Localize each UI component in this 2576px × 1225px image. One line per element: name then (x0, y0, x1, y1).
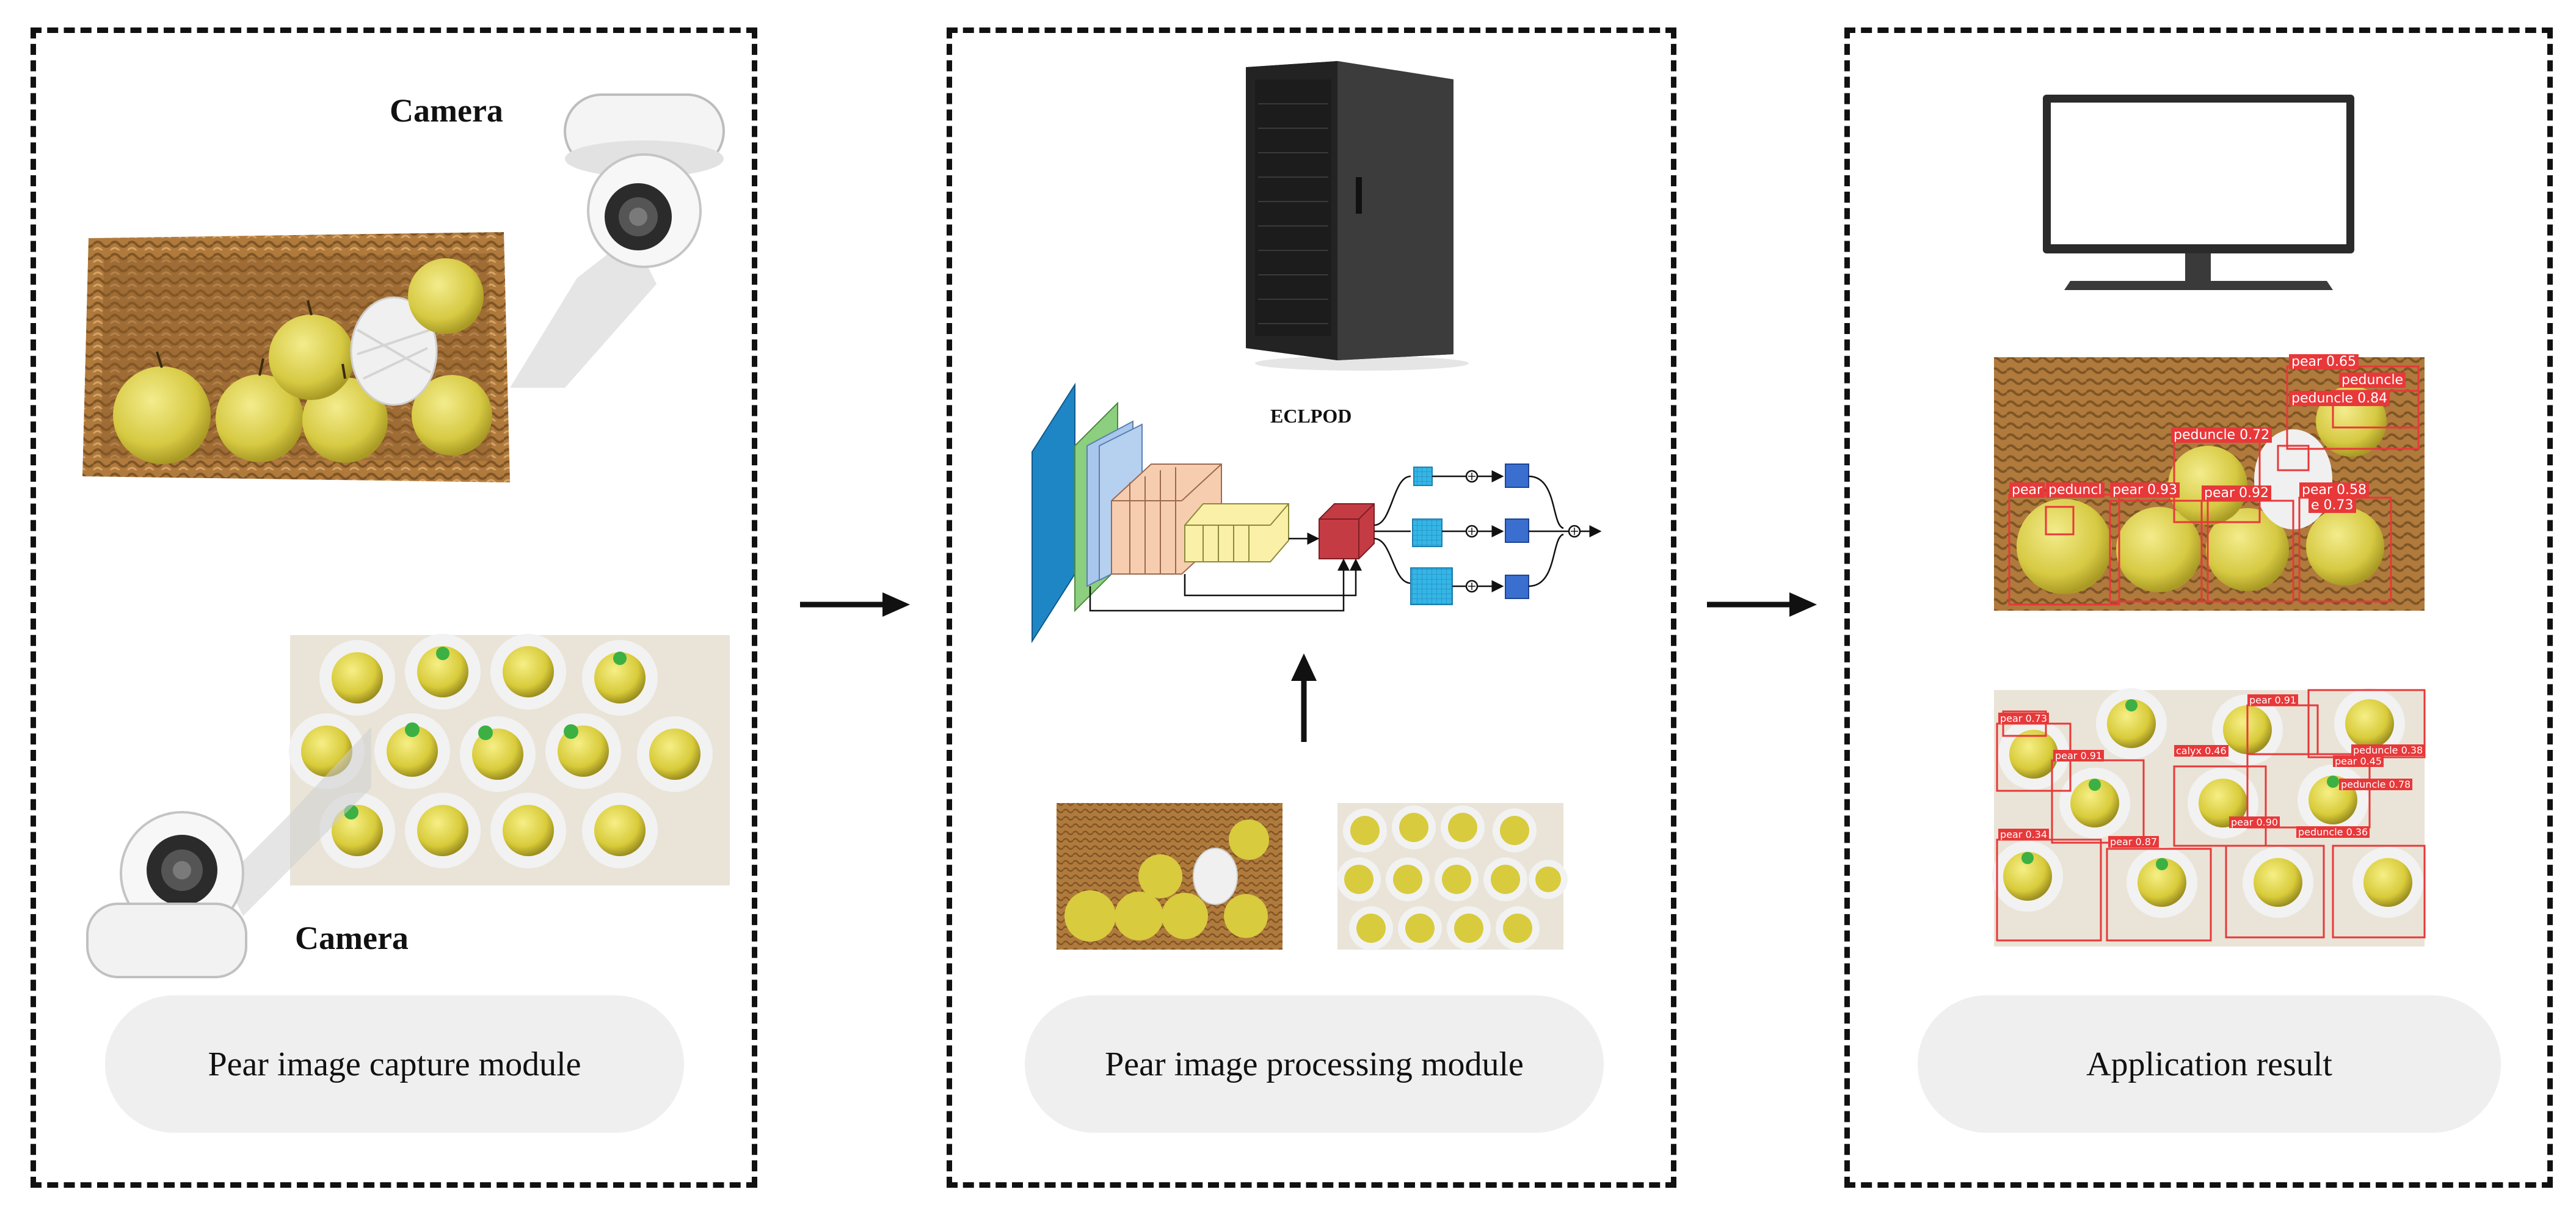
dome-camera-top-icon (510, 93, 725, 388)
detection-label: peduncl (2046, 482, 2105, 498)
result-panel (1844, 27, 2553, 1188)
detection-label: pear 0.93 (2110, 482, 2180, 498)
network-architecture-diagram (1031, 382, 1602, 644)
model-label: ECLPOD (1270, 405, 1352, 427)
detection-label: e 0.73 (2309, 498, 2356, 513)
arrow-up-icon (1291, 653, 1317, 742)
detection-label: pear 0.34 (1998, 829, 2050, 840)
detection-label: pear 0.92 (2202, 485, 2272, 501)
detection-label: peduncle 0.72 (2171, 427, 2272, 443)
result-module-label: Application result (1918, 995, 2501, 1133)
detection-mesh-labels: pear 0.73 pear 0.91 pear 0.45 peduncle 0… (1991, 687, 2428, 950)
processing-module-label: Pear image processing module (1025, 995, 1604, 1133)
detection-label: pear (2009, 482, 2045, 498)
detection-label: calyx 0.46 (2174, 745, 2229, 757)
processing-panel (947, 27, 1676, 1188)
arrow-right-icon (800, 592, 910, 617)
monitor-icon (2043, 95, 2354, 290)
detection-mesh-image (1992, 688, 2426, 947)
detection-label: pear 0.65 (2289, 354, 2359, 369)
detection-label: pear 0.90 (2229, 816, 2280, 828)
arrow-right-icon (1707, 592, 1817, 617)
camera-top-label: Camera (390, 92, 503, 129)
camera-bottom-label: Camera (295, 920, 409, 956)
detection-label: pear 0.58 (2299, 482, 2370, 498)
detection-label: peduncle 0.84 (2289, 391, 2390, 406)
detection-label: pear 0.87 (2108, 836, 2159, 848)
capture-panel (31, 27, 757, 1188)
detection-label: peduncle (2339, 373, 2406, 388)
detection-label: peduncle 0.78 (2339, 779, 2413, 790)
detection-label: pear 0.91 (2247, 694, 2299, 706)
detection-label: peduncle 0.38 (2351, 744, 2425, 756)
detection-label: pear 0.91 (2053, 750, 2105, 762)
server-icon (1246, 61, 1469, 371)
input-basket-thumbnail (1057, 803, 1283, 950)
detection-label: pear 0.45 (2333, 755, 2384, 767)
detection-label: pear 0.73 (1998, 713, 2050, 724)
capture-module-label: Pear image capture module (105, 995, 684, 1133)
dome-camera-bottom-icon (86, 727, 371, 978)
detection-label: peduncle 0.36 (2296, 826, 2370, 838)
pear-basket-photo (82, 232, 510, 482)
input-mesh-thumbnail (1337, 803, 1568, 950)
detection-basket-labels: pear 0.65 peduncle peduncle 0.84 peduncl… (1991, 354, 2428, 614)
